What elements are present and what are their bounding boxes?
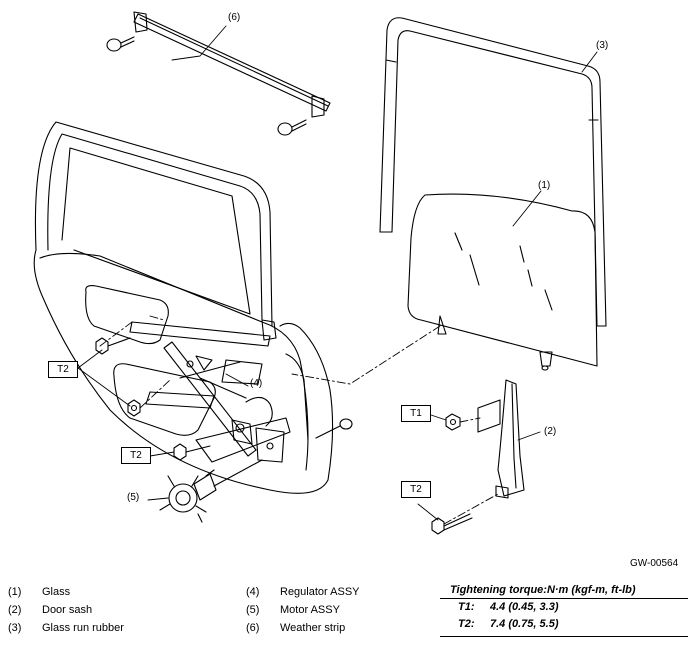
legend-number: (5) [246, 604, 260, 616]
bolt-t2-lower-left [127, 399, 141, 417]
assembly-guide-lines [99, 315, 499, 525]
torque-value: 7.4 (0.75, 5.5) [490, 618, 559, 630]
torque-key: T2: [458, 618, 475, 630]
legend-number: (3) [8, 622, 22, 634]
torque-tag-t2-mid: T2 [121, 447, 151, 464]
legend-item: (3) Glass run rubber [0, 620, 300, 636]
leader-lines [77, 25, 598, 521]
legend-text: Motor ASSY [280, 604, 340, 616]
torque-tag-t2-right: T2 [401, 481, 431, 498]
legend-item: (2) Door sash [0, 602, 300, 618]
legend-text: Regulator ASSY [280, 586, 360, 598]
clip-screw-top [106, 36, 135, 52]
legend-item: (5) Motor ASSY [240, 602, 440, 618]
torque-table: Tightening torque:N·m (kgf-m, ft-lb) T1:… [440, 583, 688, 637]
motor-assy [159, 459, 263, 523]
legend-number: (6) [246, 622, 260, 634]
legend-text: Glass run rubber [42, 622, 124, 634]
callout-4: (4) [250, 378, 263, 389]
callout-3: (3) [596, 40, 609, 51]
torque-row: T1: 4.4 (0.45, 3.3) [440, 599, 688, 616]
torque-value: 4.4 (0.45, 3.3) [490, 601, 559, 613]
torque-tag-t1: T1 [401, 405, 431, 422]
legend-number: (1) [8, 586, 22, 598]
weather-strip [133, 11, 331, 118]
callout-1: (1) [538, 180, 551, 191]
door-sash [477, 379, 525, 499]
callout-6: (6) [228, 12, 241, 23]
legend-item: (1) Glass [0, 584, 300, 600]
legend-item: (4) Regulator ASSY [240, 584, 440, 600]
legend-text: Glass [42, 586, 71, 598]
torque-row: T2: 7.4 (0.75, 5.5) [440, 616, 688, 633]
torque-table-rule [440, 636, 688, 637]
torque-table-title: Tightening torque:N·m (kgf-m, ft-lb) [440, 583, 688, 599]
door-body [33, 121, 334, 494]
figure-id: GW-00564 [630, 558, 679, 569]
legend-item: (6) Weather strip [240, 620, 440, 636]
legend-text: Door sash [42, 604, 93, 616]
clip-screw-mid [277, 119, 307, 136]
bolt-t2-upper-left [95, 337, 131, 355]
callout-2: (2) [544, 426, 557, 437]
bolt-t2-mid [173, 443, 211, 461]
legend-number: (2) [8, 604, 22, 616]
torque-tag-t2-left: T2 [48, 361, 78, 378]
bolt-t2-right [431, 513, 473, 535]
torque-key: T1: [458, 601, 475, 613]
window-regulator [129, 321, 291, 463]
glass-panel [407, 193, 598, 371]
exploded-door-diagram [33, 11, 607, 535]
legend-number: (4) [246, 586, 260, 598]
bolt-side-screw [315, 418, 353, 439]
callout-5: (5) [127, 492, 140, 503]
nut-t1 [445, 413, 461, 431]
legend-text: Weather strip [280, 622, 346, 634]
glass-run-rubber [379, 17, 607, 327]
